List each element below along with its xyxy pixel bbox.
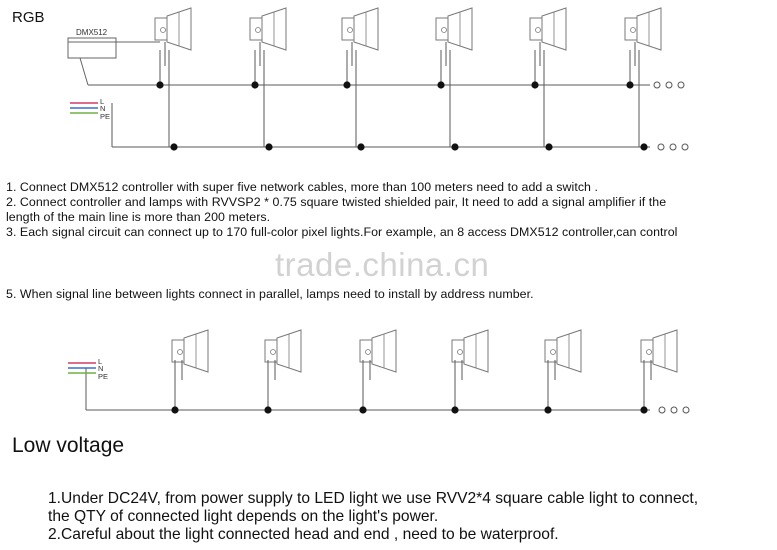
- continuation-dot: [669, 143, 677, 151]
- junction-dot: [626, 81, 634, 89]
- note-1: 1. Connect DMX512 controller with super …: [6, 180, 598, 194]
- lamp-connector: [457, 349, 463, 355]
- floodlight-icon: [544, 329, 582, 373]
- lamp-connector: [255, 27, 261, 33]
- lamp-connector: [630, 27, 636, 33]
- floodlight-icon: [171, 329, 209, 373]
- parallel-wiring-diagram: L N PE: [68, 329, 690, 414]
- floodlight-icon: [640, 329, 678, 373]
- lv-note-1: 1.Under DC24V, from power supply to LED …: [48, 490, 699, 507]
- section-label-rgb: RGB: [12, 9, 45, 26]
- continuation-dots-icon: [658, 406, 690, 414]
- dmx-controller: DMX512: [67, 28, 160, 86]
- wiring-bottom: [85, 360, 652, 414]
- junction-dot: [451, 143, 459, 151]
- controller-box: [67, 37, 117, 59]
- junction-dot: [251, 81, 259, 89]
- junction-dot: [343, 81, 351, 89]
- continuation-dots-icon: [653, 81, 685, 89]
- lamp-connector: [646, 349, 652, 355]
- lamp-connector: [270, 349, 276, 355]
- lv-note-2: 2.Careful about the light connected head…: [48, 526, 559, 543]
- note-3: 3. Each signal circuit can connect up to…: [6, 225, 678, 239]
- lamp-connector: [441, 27, 447, 33]
- note-2a: 2. Connect controller and lamps with RVV…: [6, 195, 667, 209]
- watermark: trade.china.cn: [275, 246, 490, 283]
- continuation-dot: [657, 143, 665, 151]
- continuation-dot: [658, 406, 666, 414]
- lamp-connector: [535, 27, 541, 33]
- pe-label: PE: [100, 112, 110, 121]
- lamp-row-bottom: [171, 329, 690, 414]
- lamp-connector: [365, 349, 371, 355]
- lamp-connector: [160, 27, 166, 33]
- junction-dot: [531, 81, 539, 89]
- continuation-dot: [681, 143, 689, 151]
- controller-label: DMX512: [76, 28, 108, 37]
- l-label: L: [100, 97, 104, 106]
- junction-dot: [640, 406, 648, 414]
- junction-dot: [171, 406, 179, 414]
- lamp-row-top: [154, 7, 689, 151]
- note-2b: length of the main line is more than 200…: [6, 210, 271, 224]
- continuation-dot: [653, 81, 661, 89]
- floodlight-icon: [435, 7, 473, 51]
- wiring-top: [88, 42, 650, 151]
- controller-signal-wire: [79, 57, 89, 86]
- n-label: N: [98, 364, 103, 373]
- l-label: L: [98, 357, 102, 366]
- continuation-dot: [677, 81, 685, 89]
- floodlight-icon: [341, 7, 379, 51]
- junction-dot: [451, 406, 459, 414]
- floodlight-icon: [624, 7, 662, 51]
- junction-dot: [264, 406, 272, 414]
- lv-note-1b: the QTY of connected light depends on th…: [48, 508, 439, 525]
- junction-dot: [544, 406, 552, 414]
- floodlight-icon: [451, 329, 489, 373]
- floodlight-icon: [249, 7, 287, 51]
- junction-dot: [156, 81, 164, 89]
- floodlight-icon: [154, 7, 192, 51]
- continuation-dot: [682, 406, 690, 414]
- power-input-top: L N PE: [70, 97, 110, 121]
- junction-dot: [265, 143, 273, 151]
- lamp-connector: [347, 27, 353, 33]
- pe-label: PE: [98, 372, 108, 381]
- n-label: N: [100, 104, 105, 113]
- junction-dot: [359, 406, 367, 414]
- continuation-dot: [665, 81, 673, 89]
- junction-dot: [357, 143, 365, 151]
- lamp-connector: [177, 349, 183, 355]
- floodlight-icon: [264, 329, 302, 373]
- junction-dot: [437, 81, 445, 89]
- floodlight-icon: [359, 329, 397, 373]
- rgb-wiring-diagram: DMX512 L N PE: [67, 7, 689, 151]
- continuation-dots-icon: [657, 143, 689, 151]
- junction-dot: [545, 143, 553, 151]
- continuation-dot: [670, 406, 678, 414]
- low-voltage-notes: 1.Under DC24V, from power supply to LED …: [48, 490, 698, 544]
- note-5: 5. When signal line between lights conne…: [6, 287, 534, 301]
- rgb-notes: 1. Connect DMX512 controller with super …: [6, 180, 677, 240]
- junction-dot: [640, 143, 648, 151]
- lamp-connector: [550, 349, 556, 355]
- floodlight-icon: [529, 7, 567, 51]
- low-voltage-heading: Low voltage: [12, 434, 125, 457]
- power-input-bottom: L N PE: [68, 357, 108, 381]
- junction-dot: [170, 143, 178, 151]
